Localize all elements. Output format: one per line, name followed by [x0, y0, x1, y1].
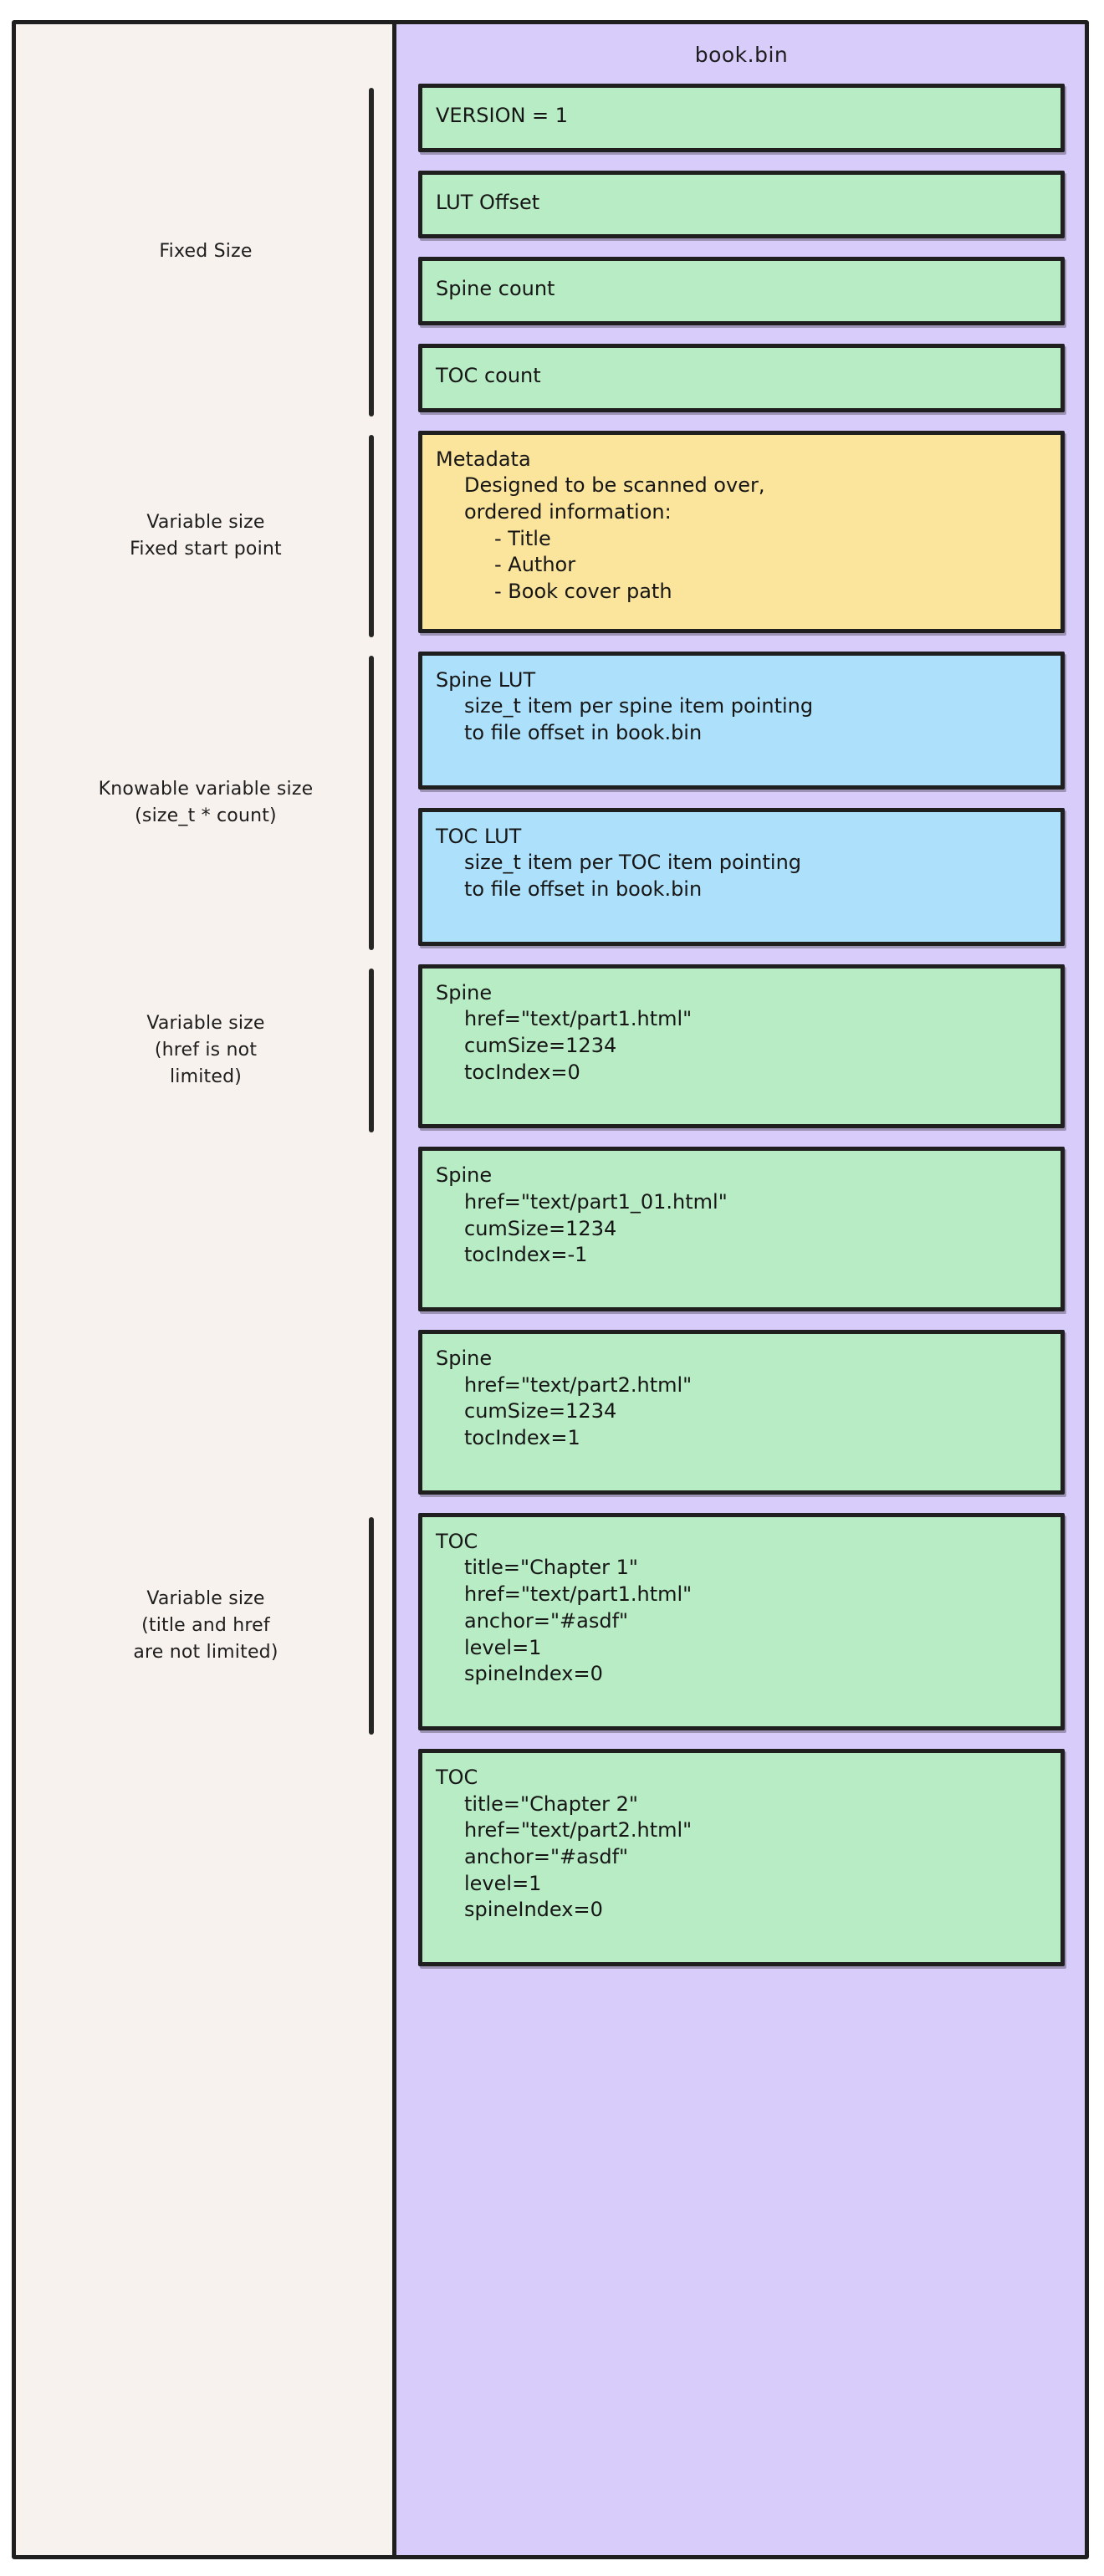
- block-detail-line: href="text/part1.html": [464, 1007, 693, 1031]
- block-head: Spine LUT: [436, 667, 536, 692]
- block-detail-line: to file offset in book.bin: [464, 877, 703, 902]
- block-head: Spine count: [436, 277, 555, 301]
- block-toc-lut: TOC LUT size_t item per TOC item pointing…: [418, 807, 1065, 946]
- block-head: LUT Offset: [436, 190, 540, 214]
- group-note-fixed-size: Fixed Size: [59, 238, 352, 265]
- block-detail-line: to file offset in book.bin: [464, 721, 703, 745]
- block-detail-line: ordered information:: [464, 500, 672, 524]
- group-note-line: Variable size: [146, 1587, 265, 1609]
- block-detail-line: anchor="#asdf": [464, 1608, 629, 1633]
- group-note-line: Fixed start point: [130, 538, 282, 560]
- group-note-line: Fixed Size: [159, 241, 253, 263]
- group-bracket-variable-href: [369, 968, 374, 1133]
- block-detail-line: cumSize=1234: [464, 1034, 617, 1058]
- block-head: VERSION = 1: [436, 104, 569, 127]
- group-note-line: Variable size: [146, 511, 265, 533]
- block-detail-line: title="Chapter 1": [464, 1556, 638, 1580]
- group-note-variable-title-href: Variable size (title and href are not limi…: [59, 1586, 352, 1666]
- block-detail-line: spineIndex=0: [464, 1898, 603, 1922]
- block-detail-line: href="text/part1.html": [464, 1582, 693, 1607]
- group-bracket-variable-fixed-start: [369, 434, 374, 637]
- group-bracket-variable-title-href: [369, 1516, 374, 1735]
- block-detail-line: href="text/part2.html": [464, 1818, 693, 1843]
- block-spine-count: Spine count: [418, 257, 1065, 326]
- block-head: Spine: [436, 1163, 493, 1188]
- block-version: VERSION = 1: [418, 84, 1065, 152]
- group-note-line: (title and href: [141, 1614, 270, 1636]
- block-detail-line: level=1: [464, 1871, 542, 1895]
- block-detail-line: tocIndex=-1: [464, 1243, 588, 1267]
- group-bracket-knowable-variable: [369, 655, 374, 950]
- group-note-line: Variable size: [146, 1013, 265, 1035]
- block-toc-1: TOC title="Chapter 1"href="text/part1.htm…: [418, 1512, 1065, 1730]
- block-lut-offset: LUT Offset: [418, 170, 1065, 239]
- block-detail-line: title="Chapter 2": [464, 1791, 638, 1816]
- block-detail-bullet: - Title: [494, 526, 551, 550]
- group-note-variable-href: Variable size (href is not limited): [59, 1010, 352, 1091]
- block-detail-line: spineIndex=0: [464, 1662, 603, 1686]
- block-detail-bullet: - Book cover path: [494, 580, 672, 604]
- group-note-line: are not limited): [133, 1641, 279, 1663]
- group-note-line: (href is not: [154, 1040, 258, 1061]
- block-detail-line: tocIndex=0: [464, 1060, 580, 1084]
- block-detail-line: Designed to be scanned over,: [464, 473, 765, 498]
- block-detail-line: href="text/part1_01.html": [464, 1190, 728, 1214]
- group-note-line: limited): [169, 1066, 243, 1088]
- block-head: TOC: [436, 1529, 478, 1553]
- block-detail-line: href="text/part2.html": [464, 1372, 693, 1397]
- block-head: Spine: [436, 1347, 493, 1371]
- block-head: TOC LUT: [436, 824, 522, 848]
- block-head: Metadata: [436, 447, 531, 471]
- block-head: TOC count: [436, 364, 541, 388]
- group-note-line: (size_t * count): [135, 805, 277, 826]
- group-note-line: Knowable variable size: [98, 778, 314, 800]
- block-detail-line: cumSize=1234: [464, 1399, 617, 1423]
- group-note-knowable-variable: Knowable variable size (size_t * count): [59, 776, 352, 830]
- block-detail-line: anchor="#asdf": [464, 1844, 629, 1868]
- block-detail-line: level=1: [464, 1635, 542, 1659]
- block-head: TOC: [436, 1765, 478, 1789]
- block-detail-line: size_t item per spine item pointing: [464, 694, 814, 718]
- file-title: book.bin: [694, 43, 789, 67]
- block-detail-line: cumSize=1234: [464, 1216, 617, 1240]
- block-toc-count: TOC count: [418, 344, 1065, 412]
- block-head: Spine: [436, 980, 493, 1004]
- block-detail-bullet: - Author: [494, 553, 576, 577]
- block-detail-line: size_t item per TOC item pointing: [464, 851, 802, 875]
- block-detail-line: tocIndex=1: [464, 1426, 580, 1450]
- group-bracket-fixed-size: [369, 88, 374, 417]
